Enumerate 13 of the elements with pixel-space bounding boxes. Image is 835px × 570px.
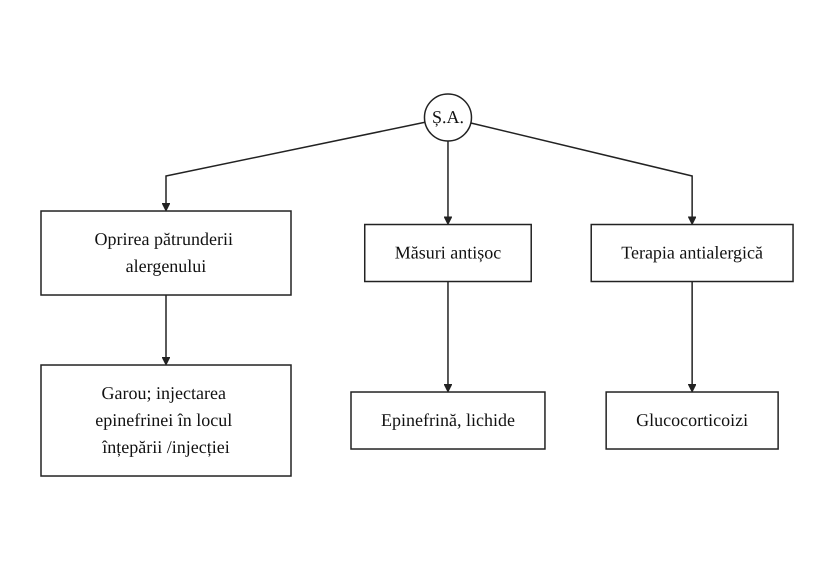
arrow [162,295,171,366]
node-circle: Ș.A. [424,93,473,142]
arrow [444,282,453,392]
node-box: Glucocorticoizi [606,391,780,450]
arrow [688,282,697,392]
node-box: Epinefrină, lichide [350,391,546,450]
node-box: Oprirea pătrunderii alergenului [40,210,292,296]
arrow [444,141,453,225]
arrow [471,122,697,225]
node-box: Garou; injectarea epinefrinei în locul înțepării /injecției [40,364,292,477]
arrow [162,122,426,212]
node-box: Terapia antialergică [590,224,794,282]
node-box: Măsuri antișoc [364,224,532,282]
